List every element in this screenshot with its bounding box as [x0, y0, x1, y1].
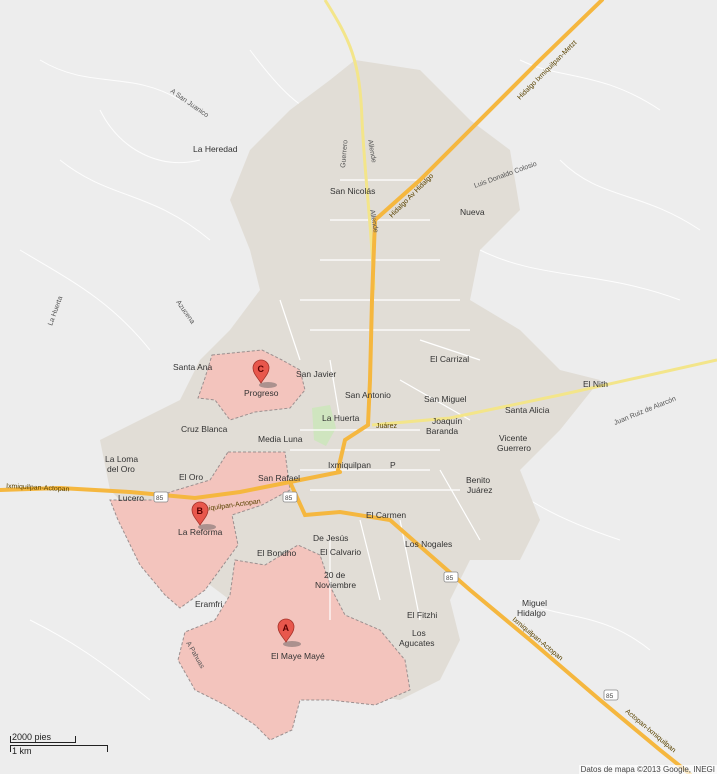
svg-text:85: 85 — [156, 495, 164, 502]
scale-feet-tick-left — [10, 736, 11, 742]
marker-b-letter: B — [197, 506, 204, 516]
label-joaquin-2: Baranda — [426, 426, 458, 436]
label-miguel-2: Hidalgo — [517, 608, 546, 618]
label-la-huerta: La Huerta — [322, 413, 360, 423]
marker-c-letter: C — [258, 364, 265, 374]
label-la-loma-1: La Loma — [105, 454, 138, 464]
zone-el-maye[interactable] — [177, 544, 411, 741]
place-labels: La Heredad A San Juanico La Huerta Azuce… — [47, 88, 677, 670]
label-el-fitzhi: El Fitzhi — [407, 610, 437, 620]
shield-85-3: 85 — [443, 571, 459, 583]
label-allende-south: Allende — [368, 209, 379, 233]
label-los-2: Agucates — [399, 638, 434, 648]
park-area — [312, 405, 336, 446]
label-san-antonio: San Antonio — [345, 390, 391, 400]
scale-km-tick-left — [10, 745, 11, 752]
svg-text:85: 85 — [285, 495, 293, 502]
label-lucero: Lucero — [118, 493, 144, 503]
label-joaquin-1: Joaquín — [432, 416, 463, 426]
label-la-heredad: La Heredad — [193, 144, 238, 154]
secondary-roads — [323, 0, 717, 427]
label-maye: Mayé — [304, 651, 325, 661]
shield-85-1: 85 — [153, 491, 169, 503]
route-shields: 85 85 85 85 — [153, 491, 619, 701]
road-label-juarez: Juárez — [376, 423, 398, 430]
label-san-javier: San Javier — [296, 369, 336, 379]
marker-b[interactable]: B — [191, 501, 216, 530]
label-el-calvario: El Calvario — [320, 547, 361, 557]
scale-feet-tick-right — [75, 736, 76, 742]
label-la-reforma: La Reforma — [178, 527, 223, 537]
label-san-nicolas: San Nicolás — [330, 186, 375, 196]
label-miguel-1: Miguel — [522, 598, 547, 608]
label-san-rafael: San Rafael — [258, 473, 300, 483]
shield-85-2: 85 — [282, 491, 298, 503]
label-el-nith: El Nith — [583, 379, 608, 389]
label-cruz-blanca: Cruz Blanca — [181, 424, 228, 434]
label-benito-2: Juárez — [467, 485, 493, 495]
label-el-oro: El Oro — [179, 472, 203, 482]
marker-c[interactable]: C — [252, 359, 277, 388]
label-santa-alicia: Santa Alicia — [505, 405, 550, 415]
label-vicente-2: Guerrero — [497, 443, 531, 453]
label-allende-north: Allende — [366, 139, 377, 163]
label-ixmiquilpan: Ixmiquilpan — [328, 460, 371, 470]
scale-feet-line — [10, 742, 76, 743]
scale-feet-label: 2000 pies — [12, 732, 52, 742]
zone-progreso[interactable] — [197, 349, 306, 421]
label-guerrero-street: Guerrero — [340, 140, 349, 169]
label-eramfri: Eramfri — [195, 599, 223, 609]
road-label-ix-actopan-west: Ixmiquilpan-Actopan — [6, 483, 70, 493]
label-20-nov-2: Noviembre — [315, 580, 356, 590]
label-santa-ana: Santa Ana — [173, 362, 213, 372]
marker-a-letter: A — [283, 623, 290, 633]
map-attribution: Datos de mapa ©2013 Google, INEGI — [578, 765, 717, 774]
scale-km-line — [10, 745, 108, 746]
label-el-carmen: El Carmen — [366, 510, 406, 520]
town-streets — [279, 179, 481, 621]
label-los-nogales: Los Nogales — [405, 539, 452, 549]
scale-km-label: 1 km — [12, 746, 32, 756]
label-media-luna: Media Luna — [258, 434, 303, 444]
label-nueva: Nueva — [460, 207, 485, 217]
label-p-symbol: P — [390, 460, 396, 470]
svg-text:85: 85 — [606, 693, 614, 700]
svg-text:85: 85 — [446, 575, 454, 582]
label-progreso: Progreso — [244, 388, 279, 398]
marker-a[interactable]: A — [277, 618, 301, 647]
label-benito-1: Benito — [466, 475, 490, 485]
label-los-1: Los — [412, 628, 426, 638]
scale-km-tick-right — [107, 745, 108, 752]
label-el-carrizal: El Carrizal — [430, 354, 469, 364]
scale-bar: 2000 pies 1 km — [8, 730, 118, 760]
label-vicente-1: Vicente — [499, 433, 527, 443]
shield-85-4: 85 — [603, 689, 619, 701]
label-el-maye: El Maye — [271, 651, 302, 661]
label-san-miguel: San Miguel — [424, 394, 467, 404]
label-20-nov-1: 20 de — [324, 570, 346, 580]
label-la-loma-2: del Oro — [107, 464, 135, 474]
label-de-jesus: De Jesús — [313, 533, 348, 543]
label-el-bondho: El Bondho — [257, 548, 296, 558]
